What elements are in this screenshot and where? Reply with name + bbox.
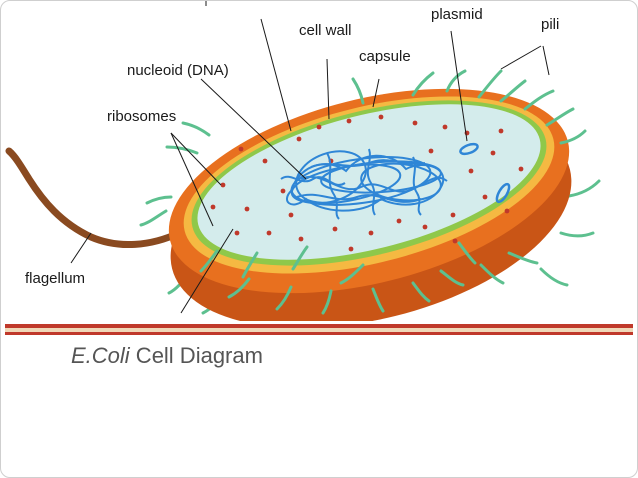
- label-pili: pili: [541, 16, 559, 33]
- caption-text: Cell Diagram: [129, 343, 263, 368]
- cytoplasm: [197, 104, 541, 260]
- divider-band: [5, 328, 633, 332]
- flagellum: [5, 147, 183, 249]
- label-capsule: capsule: [359, 48, 411, 65]
- plasmids: [459, 142, 511, 204]
- label-nucleoid: nucleoid (DNA): [127, 62, 229, 79]
- slide-caption: E.Coli Cell Diagram: [71, 343, 263, 369]
- ecoli-diagram: cell wall plasmid pili capsule nucleoid …: [5, 1, 601, 321]
- label-flagellum: flagellum: [25, 270, 85, 287]
- leader-lines: [70, 1, 550, 314]
- divider-line-lower: [5, 332, 633, 335]
- divider-line: [5, 324, 633, 328]
- label-cell-wall: cell wall: [299, 22, 352, 39]
- label-ribosomes: ribosomes: [107, 108, 176, 125]
- nucleoid-dna: [280, 148, 448, 220]
- pili-front: [145, 69, 587, 315]
- label-plasmid: plasmid: [431, 6, 483, 23]
- caption-italic: E.Coli: [71, 343, 130, 368]
